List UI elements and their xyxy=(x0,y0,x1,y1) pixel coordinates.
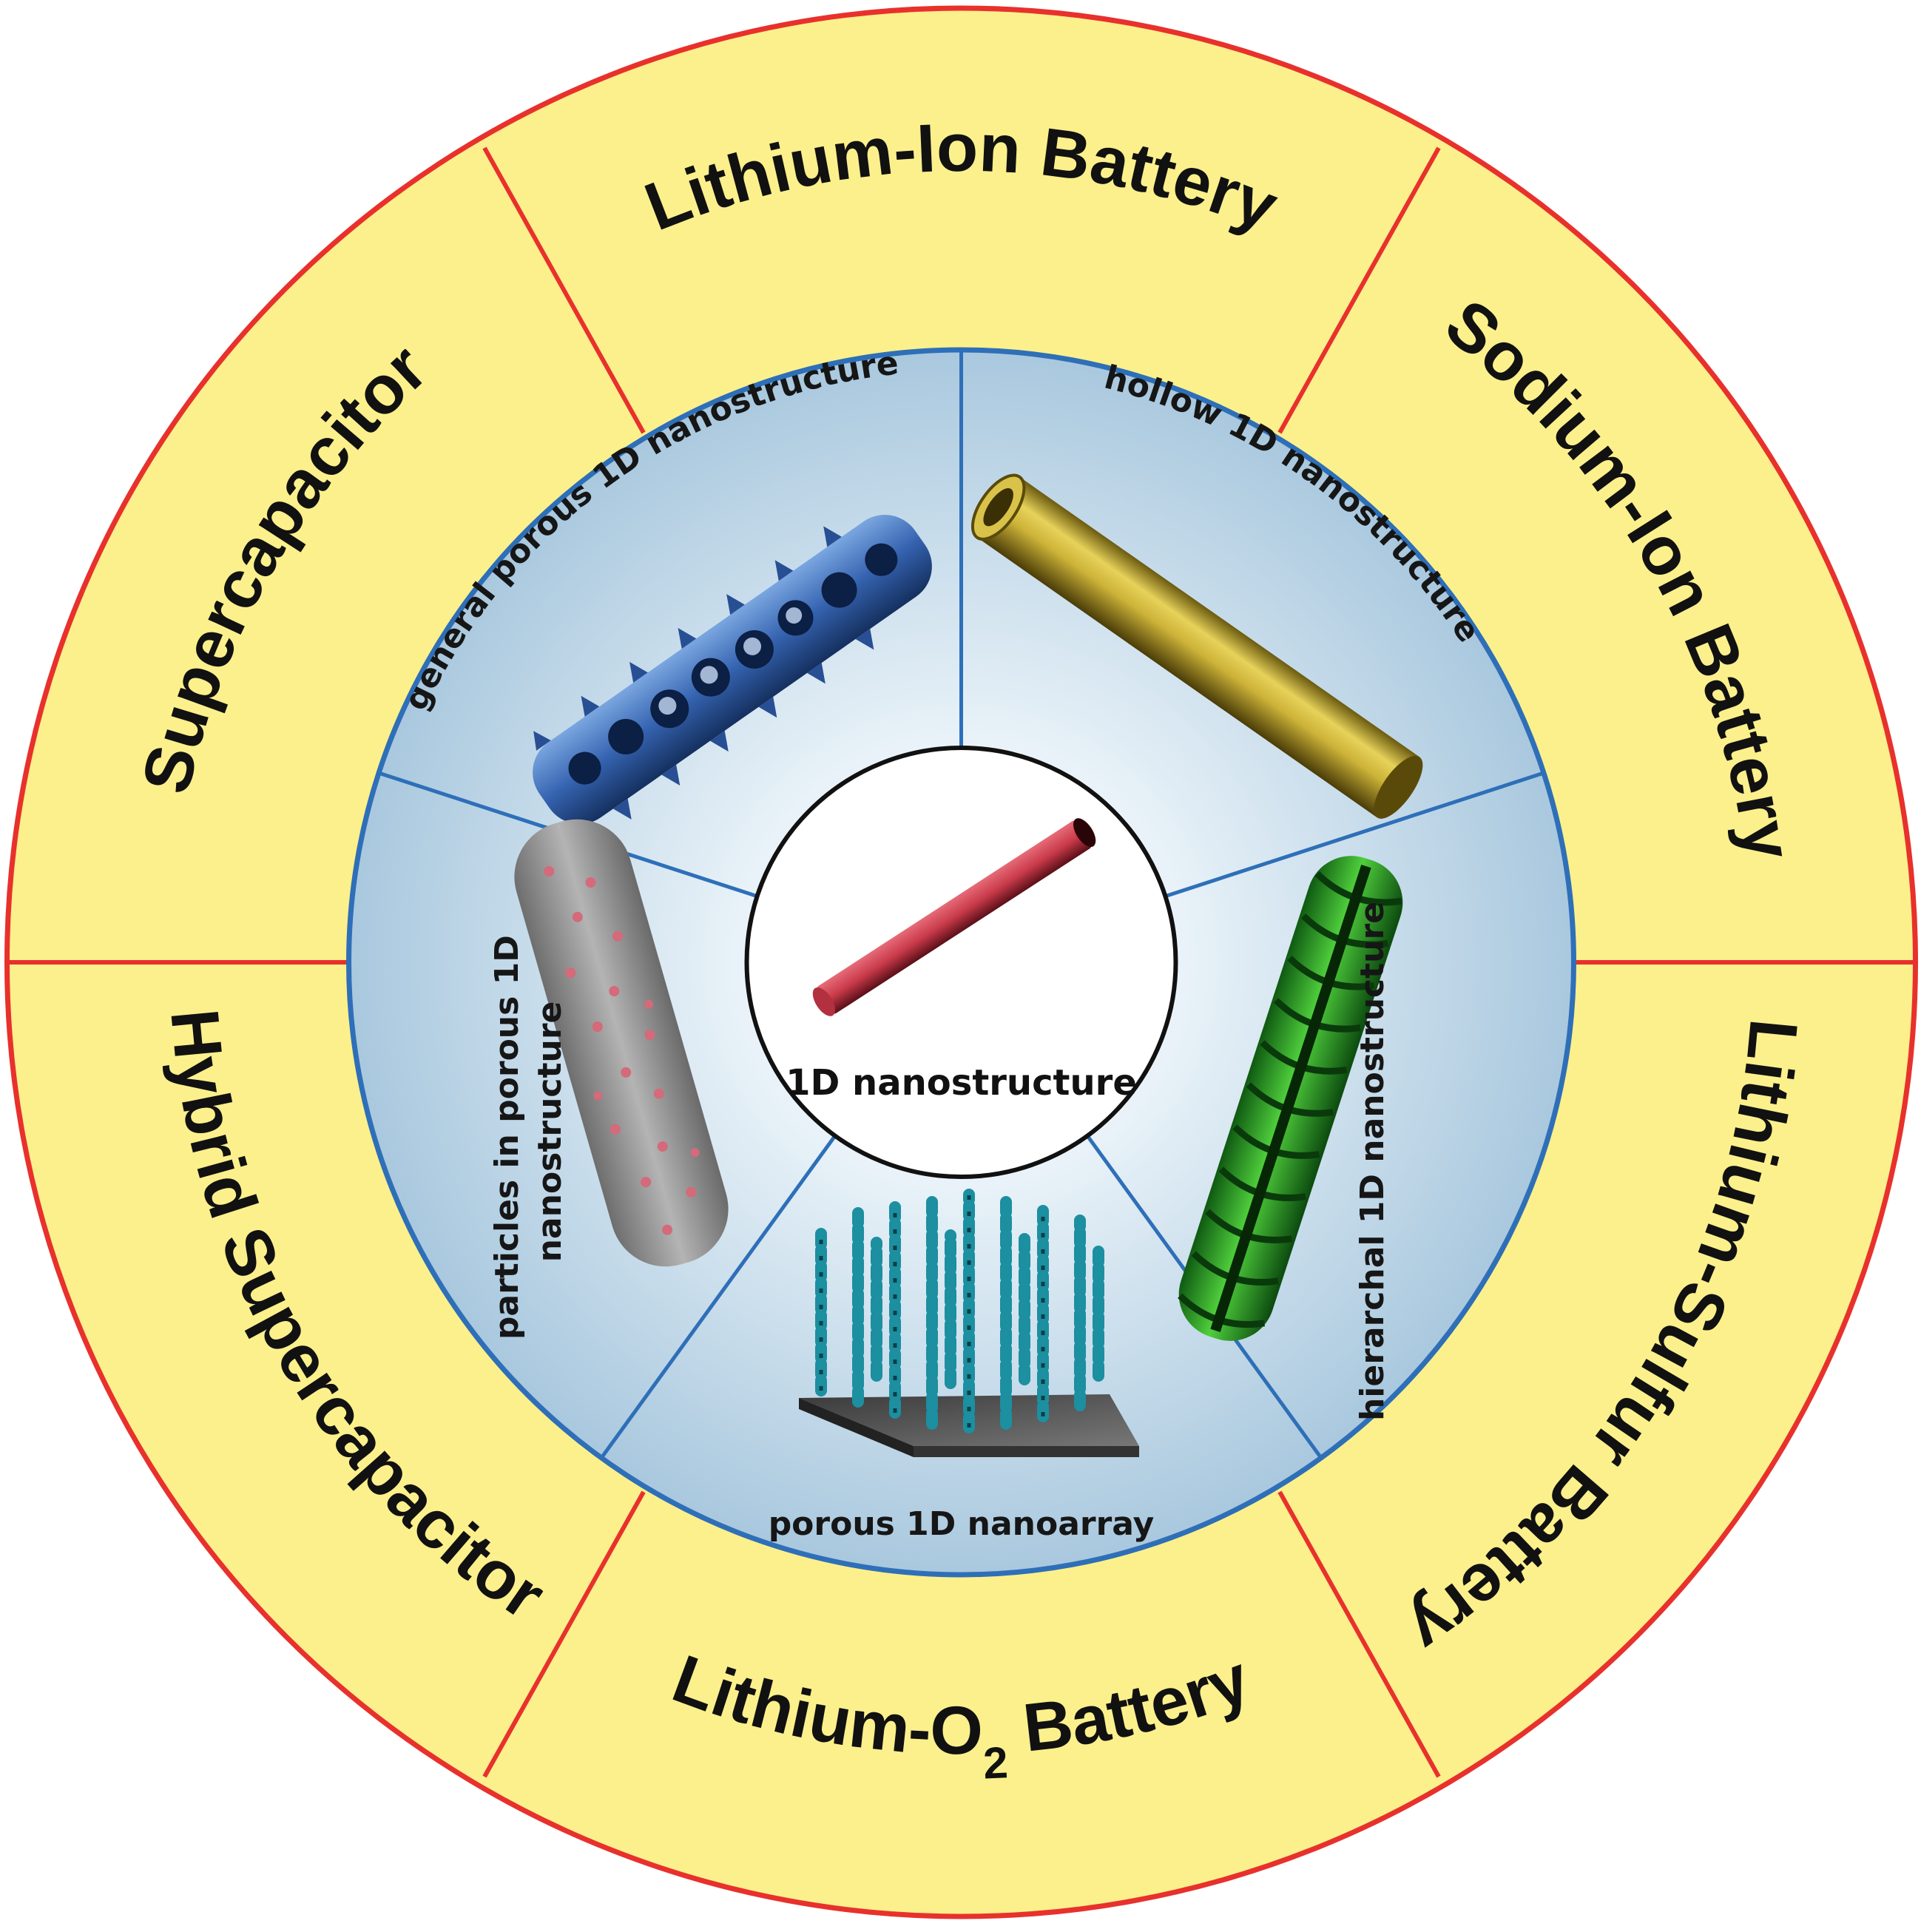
label-particles-in-porous: particles in porous 1D nanostructure xyxy=(488,924,569,1340)
center-circle: 1D nanostructure xyxy=(744,746,1178,1179)
center-label: 1D nanostructure xyxy=(786,1062,1137,1104)
hollow-tube-illustration xyxy=(970,473,1423,819)
center-tube-illustration xyxy=(812,818,1096,1016)
label-hierarchal: hierarchal 1D nanostructure xyxy=(1354,902,1391,1421)
hierarchal-tube-illustration xyxy=(1178,856,1403,1341)
inner-dividers xyxy=(378,350,1544,1459)
porous-tube-illustration xyxy=(533,515,932,824)
ring-dividers xyxy=(8,146,1914,1778)
label-porous-nanoarray: porous 1D nanoarray xyxy=(769,1505,1155,1543)
nanoarray-illustration xyxy=(799,1189,1139,1457)
particle-tube-illustration xyxy=(514,819,729,1267)
